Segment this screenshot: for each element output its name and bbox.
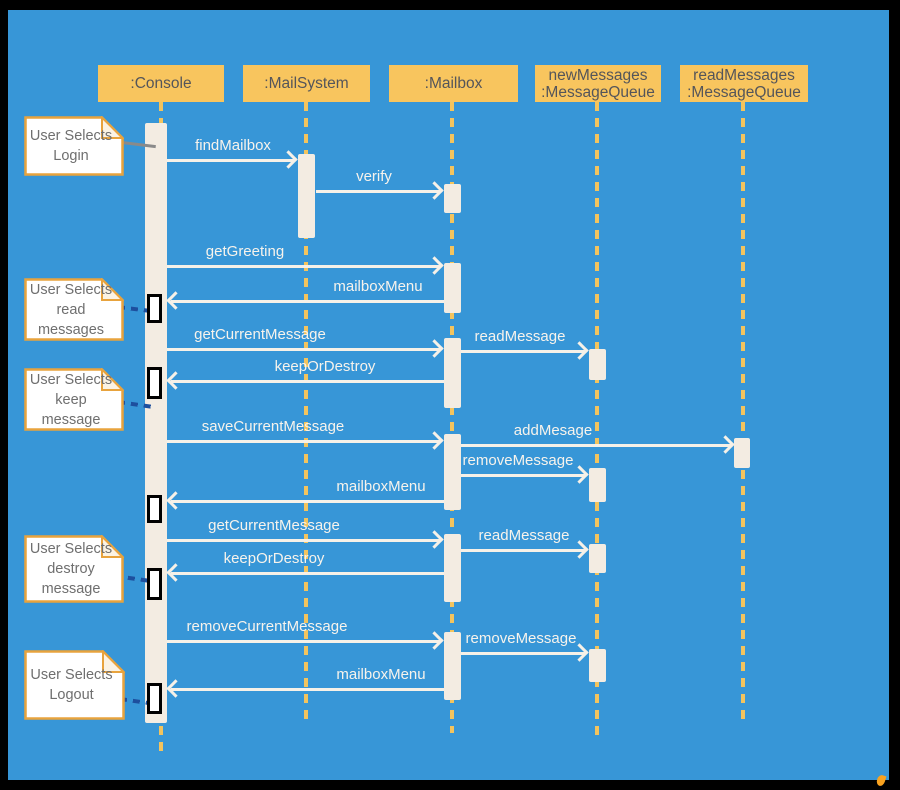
message-line: [461, 652, 585, 655]
activation-mailbox-5: [444, 534, 461, 602]
note-text: User Selects keep message: [29, 371, 113, 428]
message-label-getCurrentMessage: getCurrentMessage: [194, 326, 326, 343]
note-shape: [24, 650, 125, 720]
lifeline-mailbox: [450, 102, 454, 733]
note-shape: [24, 368, 124, 431]
message-line: [461, 444, 731, 447]
message-line: [167, 539, 440, 542]
activation-newmessages-3: [589, 544, 606, 573]
message-line: [461, 474, 585, 477]
arrow-head-right-icon: [425, 431, 444, 450]
message-label-verify: verify: [356, 168, 392, 185]
message-line: [167, 348, 440, 351]
activation-mailbox-6: [444, 632, 461, 700]
message-line: [167, 159, 294, 162]
activation-newmessages-1: [589, 349, 606, 380]
participant-mailsystem: :MailSystem: [243, 65, 370, 102]
message-line: [171, 688, 444, 691]
arrow-head-right-icon: [716, 435, 735, 454]
arrow-head-right-icon: [425, 256, 444, 275]
arrow-head-left-icon: [166, 679, 185, 698]
message-label-keepOrDestroy: keepOrDestroy: [223, 550, 325, 567]
note-user-selects-logout: User Selects Logout: [24, 650, 125, 720]
activation-mailbox-3: [444, 338, 461, 408]
participant-mailbox: :Mailbox: [389, 65, 518, 102]
arrow-head-left-icon: [166, 491, 185, 510]
message-line: [461, 350, 585, 353]
lifeline-mailsystem: [304, 102, 308, 723]
message-line: [167, 640, 440, 643]
message-label-readMessage: readMessage: [478, 527, 570, 544]
message-label-mailboxMenu: mailboxMenu: [336, 666, 426, 683]
message-label-readMessage: readMessage: [474, 328, 566, 345]
participant-readmessages: readMessages :MessageQueue: [680, 65, 808, 102]
note-anchor-marker-4: [147, 568, 162, 600]
activation-newmessages-2: [589, 468, 606, 502]
activation-console: [145, 123, 167, 723]
message-line: [316, 190, 440, 193]
message-label-mailboxMenu: mailboxMenu: [333, 278, 423, 295]
note-text: User Selects Login: [29, 128, 113, 164]
note-user-selects-login: User Selects Login: [24, 116, 124, 176]
activation-readmessages-1: [734, 438, 750, 468]
note-text: User Selects read messages: [29, 281, 113, 338]
note-shape: [24, 116, 124, 176]
note-anchor-marker-3: [147, 495, 162, 523]
message-label-keepOrDestroy: keepOrDestroy: [274, 358, 376, 375]
note-text: User Selects destroy message: [29, 541, 113, 597]
activation-mailsystem-1: [298, 154, 315, 238]
activation-mailbox-4: [444, 434, 461, 510]
message-label-saveCurrentMessage: saveCurrentMessage: [201, 418, 345, 435]
message-label-getGreeting: getGreeting: [205, 243, 285, 260]
message-label-findMailbox: findMailbox: [195, 137, 271, 154]
arrow-head-left-icon: [166, 371, 185, 390]
diagram-canvas: :Console :MailSystem :Mailbox newMessage…: [8, 10, 889, 787]
watermark-icon: [875, 774, 887, 787]
activation-mailbox-2: [444, 263, 461, 313]
message-label-removeMessage: removeMessage: [462, 452, 574, 469]
message-label-removeMessage: removeMessage: [465, 630, 577, 647]
arrow-head-left-icon: [166, 291, 185, 310]
message-line: [171, 380, 444, 383]
message-label-addMesage: addMesage: [513, 422, 593, 439]
activation-newmessages-4: [589, 649, 606, 682]
activation-mailbox-1: [444, 184, 461, 213]
message-line: [171, 300, 444, 303]
participant-console: :Console: [98, 65, 224, 102]
message-line: [171, 572, 444, 575]
note-anchor-marker-5: [147, 683, 162, 714]
participant-newmessages: newMessages :MessageQueue: [535, 65, 661, 102]
message-line: [461, 549, 585, 552]
note-user-selects-read-messages: User Selects read messages: [24, 278, 124, 341]
note-anchor-marker-1: [147, 294, 162, 323]
message-line: [167, 440, 440, 443]
message-label-getCurrentMessage: getCurrentMessage: [208, 517, 340, 534]
message-label-mailboxMenu: mailboxMenu: [336, 478, 426, 495]
note-shape: [24, 535, 124, 603]
note-user-selects-destroy-message: User Selects destroy message: [24, 535, 124, 603]
message-line: [171, 500, 444, 503]
note-anchor-marker-2: [147, 367, 162, 399]
note-shape: [24, 278, 124, 341]
message-line: [167, 265, 440, 268]
note-text: User Selects Logout: [30, 667, 113, 703]
lifeline-newmessages: [595, 102, 599, 741]
lifeline-readmessages: [741, 102, 745, 722]
note-user-selects-keep-message: User Selects keep message: [24, 368, 124, 431]
message-label-removeCurrentMessage: removeCurrentMessage: [186, 618, 348, 635]
